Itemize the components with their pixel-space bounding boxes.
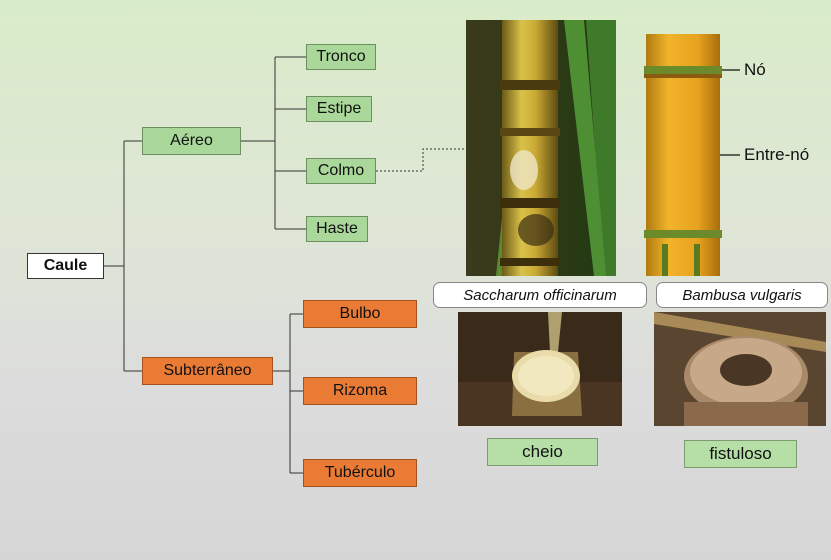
leaf-rizoma: Rizoma [303, 377, 417, 405]
node-label: Nó [744, 60, 766, 80]
bamboo-species-label: Bambusa vulgaris [656, 282, 828, 308]
leaf-haste: Haste [306, 216, 368, 242]
bamboo-stem-photo [642, 34, 724, 276]
branch-aereo: Aéreo [142, 127, 241, 155]
sugarcane-stem-photo [466, 20, 616, 276]
sugarcane-species-label: Saccharum officinarum [433, 282, 647, 308]
internode-label: Entre-nó [744, 145, 809, 165]
bamboo-cross-section-photo [654, 312, 826, 426]
solid-stem-label: cheio [487, 438, 598, 466]
branch-subterraneo: Subterrâneo [142, 357, 273, 385]
leaf-tuberculo: Tubérculo [303, 459, 417, 487]
leaf-tronco: Tronco [306, 44, 376, 70]
leaf-bulbo: Bulbo [303, 300, 417, 328]
root-caule: Caule [27, 253, 104, 279]
sugarcane-cross-section-photo [458, 312, 622, 426]
hollow-stem-label: fistuloso [684, 440, 797, 468]
leaf-estipe: Estipe [306, 96, 372, 122]
leaf-colmo: Colmo [306, 158, 376, 184]
